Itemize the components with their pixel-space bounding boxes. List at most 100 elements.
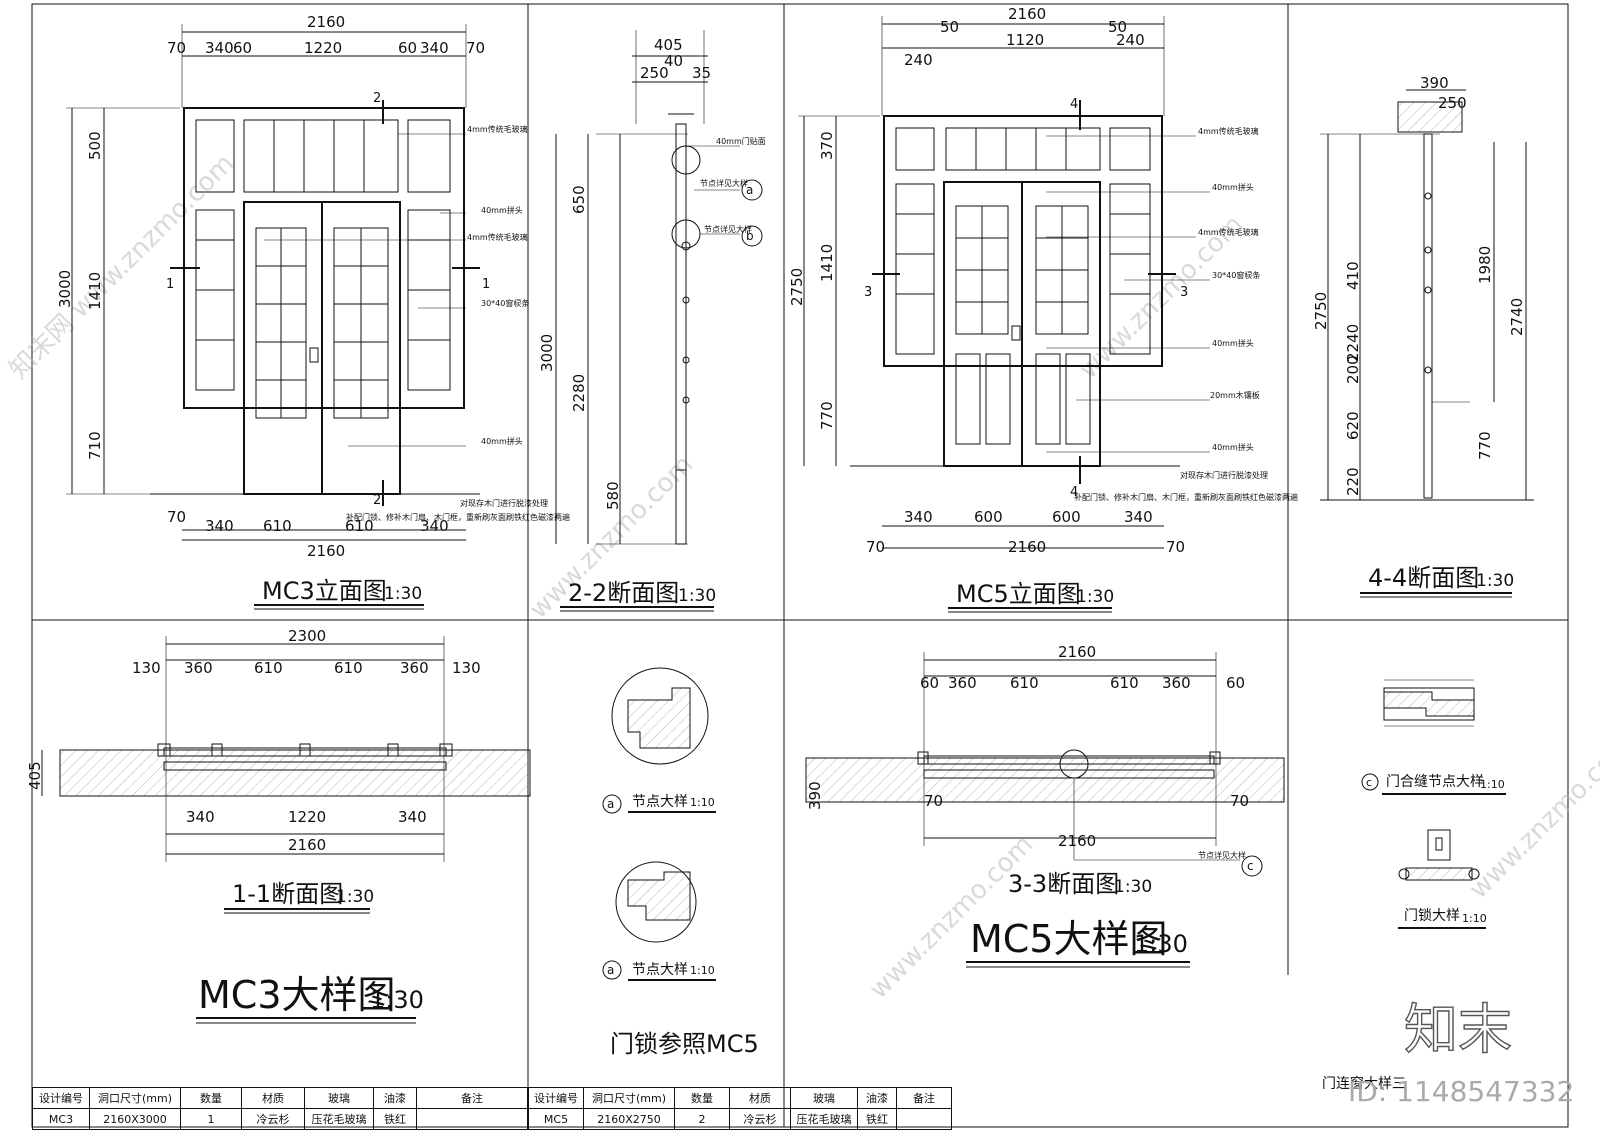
mc3-dim-340-l: 340 bbox=[205, 39, 234, 57]
sec11-scale: 1:30 bbox=[336, 887, 374, 907]
sec44-height-2740: 2740 bbox=[1508, 298, 1526, 336]
sec33-dim-610-r: 610 bbox=[1110, 674, 1139, 692]
svg-text:www.znzmo.com: www.znzmo.com bbox=[1464, 730, 1600, 905]
sec33-dim-60-l: 60 bbox=[920, 674, 939, 692]
table-cell: MC5 bbox=[528, 1108, 584, 1130]
table-header-cell: 设计编号 bbox=[528, 1087, 584, 1109]
sheet-frame bbox=[31, 3, 1569, 1128]
section-3-3: c 节点详见大样 2160 2160 360 360 610 610 60 60… bbox=[805, 643, 1285, 898]
sec11-dim-360-r: 360 bbox=[400, 659, 429, 677]
sec11-title: 1-1断面图 bbox=[232, 880, 343, 908]
mc5-width-1120: 1120 bbox=[1006, 31, 1044, 49]
mc3-detail-scale: 1:30 bbox=[370, 986, 424, 1014]
table-cell: MC3 bbox=[32, 1108, 90, 1130]
mc3-section-mark-1l: 1 bbox=[166, 277, 174, 292]
mc3-dim-70-r: 70 bbox=[466, 39, 485, 57]
mc3-dim-610-l: 610 bbox=[263, 517, 292, 535]
node1-scale: 1:10 bbox=[690, 796, 715, 809]
sec11-dim-130-r: 130 bbox=[452, 659, 481, 677]
sec22-note-detail-b: 节点详见大样 bbox=[704, 224, 752, 234]
sec22-height-2280: 2280 bbox=[570, 374, 588, 412]
mc5-section-mark-4t: 4 bbox=[1070, 97, 1078, 112]
sec33-width-top: 2160 bbox=[1058, 643, 1096, 661]
table-row: MC3 2160X3000 1 冷云杉 压花毛玻璃 铁红 bbox=[32, 1108, 528, 1130]
table-header-cell: 备注 bbox=[896, 1087, 952, 1109]
mc3-elev-scale: 1:30 bbox=[384, 584, 422, 604]
sec22-height-3000: 3000 bbox=[538, 334, 556, 372]
sec33-dim-70-r: 70 bbox=[1230, 792, 1249, 810]
node1-marker: a bbox=[607, 797, 614, 811]
lock-detail: 门锁大样 1:10 bbox=[1398, 829, 1487, 929]
mc3-dim-70-bl: 70 bbox=[167, 508, 186, 526]
mc3-dim-labels: 2160 1220 70 340 60 60 340 70 2160 610 6… bbox=[56, 13, 485, 560]
sec22-dim-35: 35 bbox=[692, 64, 711, 82]
mc5-dim-50-r: 50 bbox=[1108, 18, 1127, 36]
table-cell bbox=[896, 1108, 952, 1130]
schedule-table-mc5: 设计编号 洞口尺寸(mm) 数量 材质 玻璃 油漆 备注 MC5 2160X27… bbox=[528, 1087, 952, 1130]
sec11-dim-340-r: 340 bbox=[398, 808, 427, 826]
sec22-height-580: 580 bbox=[604, 481, 622, 510]
sec33-dim-60-r: 60 bbox=[1226, 674, 1245, 692]
mc5-elev-title-text: MC5立面图 bbox=[956, 580, 1081, 608]
sec33-depth-390: 390 bbox=[806, 781, 824, 810]
mc5-dim-50-l: 50 bbox=[940, 18, 959, 36]
mc3-notes: 4mm传统毛玻璃 40mm拼头 4mm传统毛玻璃 30*40窗棂条 40mm拼头… bbox=[166, 91, 570, 522]
mc3-note-glass: 4mm传统毛玻璃 bbox=[467, 232, 528, 242]
sec22-title: 2-2断面图 bbox=[568, 579, 679, 607]
sec44-title: 4-4断面图 bbox=[1368, 564, 1479, 592]
sec44-height-2750: 2750 bbox=[1312, 292, 1330, 330]
sec22-marker-b: b bbox=[746, 229, 754, 243]
seam-scale: 1:10 bbox=[1480, 778, 1505, 791]
sec22-note-detail-a: 节点详见大样 bbox=[700, 178, 748, 188]
sec22-dim-40: 40 bbox=[664, 52, 683, 70]
mc5-section-mark-3r: 3 bbox=[1180, 285, 1188, 300]
mc5-width-top: 2160 bbox=[1008, 5, 1046, 23]
table-cell: 2160X3000 bbox=[89, 1108, 181, 1130]
table-header-cell: 备注 bbox=[416, 1087, 528, 1109]
sec33-marker-c: c bbox=[1247, 859, 1254, 873]
sec33-dim-360-l: 360 bbox=[948, 674, 977, 692]
lock-scale: 1:10 bbox=[1462, 912, 1487, 925]
table-cell: 1 bbox=[180, 1108, 242, 1130]
mc5-height-770: 770 bbox=[818, 401, 836, 430]
mc3-dim-70-l: 70 bbox=[167, 39, 186, 57]
mc5-dim-340-r: 340 bbox=[1124, 508, 1153, 526]
brand-id: ID: 1148547332 bbox=[1348, 1075, 1574, 1108]
mc5-detail-scale: 1:30 bbox=[1134, 930, 1188, 958]
mc3-detail-title: MC3大样图 1:30 bbox=[196, 973, 424, 1024]
mc3-section-mark-1r: 1 bbox=[482, 277, 490, 292]
sec44-height-2240: 2240 bbox=[1344, 324, 1362, 362]
mc5-section-mark-4b: 4 bbox=[1070, 485, 1078, 500]
mc3-height-500: 500 bbox=[86, 131, 104, 160]
mc5-note-panel: 20mm木镶板 bbox=[1210, 390, 1260, 400]
mc3-note-mullion: 40mm拼头 bbox=[481, 205, 523, 215]
table-cell: 压花毛玻璃 bbox=[304, 1108, 374, 1130]
sec22-dim-250: 250 bbox=[640, 64, 669, 82]
mc3-height-3000: 3000 bbox=[56, 270, 74, 308]
mc5-height-370: 370 bbox=[818, 131, 836, 160]
brand-logo: 知末 bbox=[1404, 998, 1512, 1061]
sec11-depth-405: 405 bbox=[26, 761, 44, 790]
mc3-detail-title-text: MC3大样图 bbox=[198, 973, 396, 1017]
table-header-cell: 玻璃 bbox=[304, 1087, 374, 1109]
table-header-cell: 油漆 bbox=[373, 1087, 417, 1109]
mc5-note-mullion: 40mm拼头 bbox=[1212, 182, 1254, 192]
sec11-width-2160: 2160 bbox=[288, 836, 326, 854]
sec44-scale: 1:30 bbox=[1476, 571, 1514, 591]
mc3-width-bottom: 2160 bbox=[307, 542, 345, 560]
sec44-height-1980: 1980 bbox=[1476, 246, 1494, 284]
mc5-detail-title: MC5大样图 1:30 bbox=[966, 917, 1190, 968]
sec44-height-200: 200 bbox=[1344, 355, 1362, 384]
mc3-dim-340-r: 340 bbox=[420, 39, 449, 57]
section-1-1: 2300 130 130 360 360 610 610 1220 2160 3… bbox=[26, 627, 531, 914]
mc5-width-bottom: 2160 bbox=[1008, 538, 1046, 556]
node-detail-2: a 节点大样 1:10 bbox=[602, 861, 716, 981]
sec22-marker-a: a bbox=[746, 183, 753, 197]
mc5-dim-70-br: 70 bbox=[1166, 538, 1185, 556]
mc3-note-glass-top: 4mm传统毛玻璃 bbox=[467, 124, 528, 134]
mc3-dim-340-br: 340 bbox=[420, 517, 449, 535]
table-header-cell: 数量 bbox=[180, 1087, 242, 1109]
mc5-dim-240-r: 240 bbox=[1116, 31, 1145, 49]
mc3-height-710: 710 bbox=[86, 431, 104, 460]
mc5-dimensions: 2160 1120 240 240 50 50 600 600 340 340 … bbox=[788, 5, 1185, 556]
